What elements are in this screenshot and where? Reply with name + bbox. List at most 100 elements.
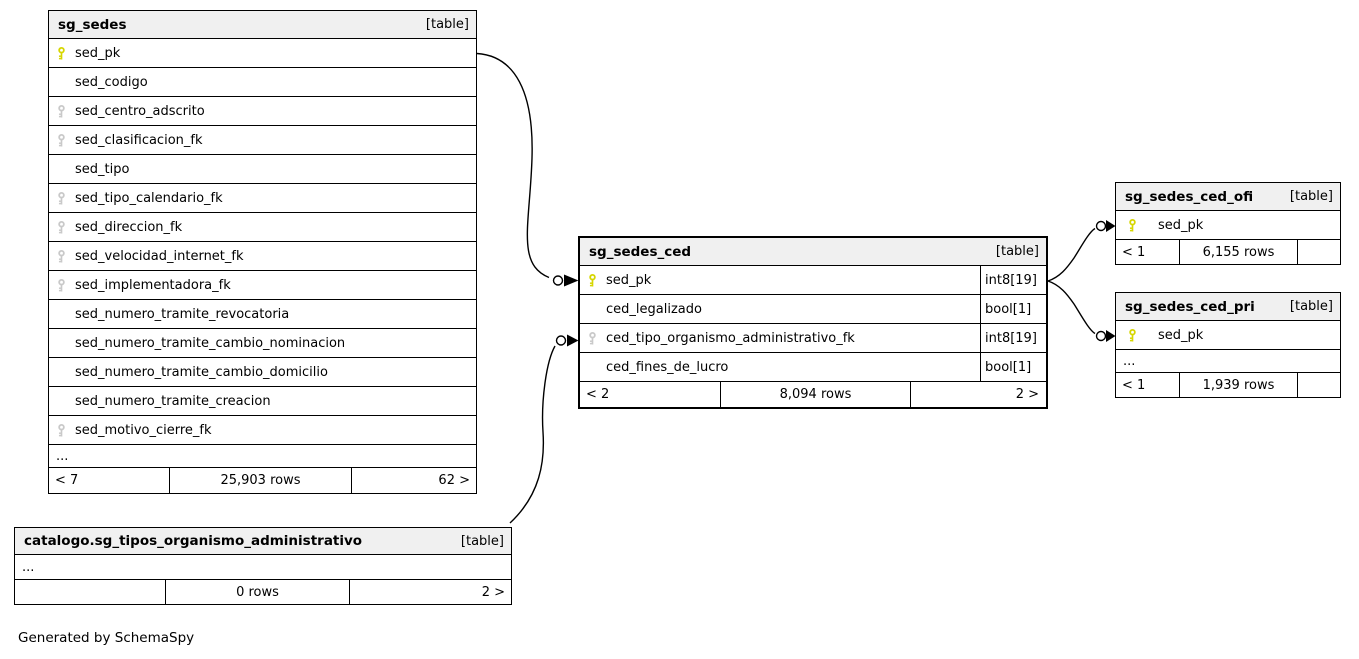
column-name: sed_numero_tramite_cambio_domicilio <box>75 364 328 380</box>
column-name: sed_direccion_fk <box>75 219 183 235</box>
primary-key-icon <box>1124 218 1158 233</box>
table-sg-sedes-ced: sg_sedes_ced [table] sed_pk int8[19] ced… <box>578 236 1048 409</box>
column-row: sed_motivo_cierre_fk <box>49 416 476 445</box>
row-count: 25,903 rows <box>169 468 351 493</box>
table-footer: < 2 8,094 rows 2 > <box>580 382 1046 407</box>
column-row: sed_implementadora_fk <box>49 271 476 300</box>
zero-or-one-dot <box>1095 330 1107 342</box>
truncated-columns-row: ... <box>15 555 511 580</box>
generator-note: Generated by SchemaSpy <box>18 630 195 646</box>
column-row: sed_numero_tramite_cambio_nominacion <box>49 329 476 358</box>
table-header-sg-sedes-ced-pri[interactable]: sg_sedes_ced_pri [table] <box>1116 293 1340 321</box>
column-type: int8[19] <box>980 324 1046 352</box>
column-name: sed_motivo_cierre_fk <box>75 422 212 438</box>
table-footer: < 1 1,939 rows <box>1116 373 1340 397</box>
foreign-key-icon <box>57 191 75 206</box>
column-row: sed_codigo <box>49 68 476 97</box>
column-name: sed_clasificacion_fk <box>75 132 203 148</box>
table-title[interactable]: sg_sedes_ced <box>589 243 692 260</box>
column-name: sed_implementadora_fk <box>75 277 231 293</box>
foreign-key-icon <box>57 249 75 264</box>
column-name: sed_pk <box>75 45 121 61</box>
row-count: 1,939 rows <box>1179 373 1297 397</box>
table-footer: 0 rows 2 > <box>15 580 511 604</box>
table-footer: < 1 6,155 rows <box>1116 240 1340 264</box>
table-sg-sedes-ced-pri: sg_sedes_ced_pri [table] sed_pk ... < 1 … <box>1115 292 1341 398</box>
arrowhead <box>564 274 579 287</box>
column-name: ced_tipo_organismo_administrativo_fk <box>606 330 855 346</box>
ellipsis-label: ... <box>22 559 35 575</box>
arrowhead <box>567 334 579 347</box>
primary-key-icon <box>1124 328 1158 343</box>
parents-count <box>15 580 165 604</box>
column-row: sed_pk <box>1116 211 1340 240</box>
children-count: 2 > <box>910 382 1045 407</box>
children-count: 62 > <box>351 468 476 493</box>
column-name: sed_pk <box>1158 217 1204 233</box>
table-tag: [table] <box>1289 299 1333 314</box>
column-name: sed_numero_tramite_cambio_nominacion <box>75 335 346 351</box>
column-row: sed_tipo <box>49 155 476 184</box>
foreign-key-icon <box>57 220 75 235</box>
table-header-sg-sedes[interactable]: sg_sedes [table] <box>49 11 476 39</box>
primary-key-icon <box>57 46 75 61</box>
parents-count: < 1 <box>1122 244 1146 260</box>
column-name: sed_numero_tramite_creacion <box>75 393 271 409</box>
parents-count: < 2 <box>586 387 610 402</box>
column-row: sed_numero_tramite_creacion <box>49 387 476 416</box>
children-count <box>1297 373 1340 397</box>
column-row: sed_numero_tramite_cambio_domicilio <box>49 358 476 387</box>
column-row: ced_legalizado bool[1] <box>580 295 1046 324</box>
column-name: ced_legalizado <box>606 301 702 317</box>
truncated-columns-row: ... <box>1116 350 1340 373</box>
table-catalogo-sg-tipos-organismo-administrativo: catalogo.sg_tipos_organismo_administrati… <box>14 527 512 605</box>
table-header-sg-sedes-ced[interactable]: sg_sedes_ced [table] <box>580 238 1046 266</box>
foreign-key-icon <box>588 331 606 346</box>
column-row: ced_fines_de_lucro bool[1] <box>580 353 1046 382</box>
zero-or-one-dot <box>552 275 564 286</box>
link-catalogo-to-sg-sedes-ced <box>509 334 579 524</box>
column-name: sed_tipo_calendario_fk <box>75 190 223 206</box>
table-footer: < 7 25,903 rows 62 > <box>49 468 476 493</box>
column-type: int8[19] <box>980 266 1046 294</box>
column-row: sed_clasificacion_fk <box>49 126 476 155</box>
column-name: ced_fines_de_lucro <box>606 359 729 375</box>
truncated-columns-row: ... <box>49 445 476 468</box>
children-count <box>1297 240 1340 264</box>
column-name: sed_pk <box>1158 327 1204 343</box>
column-name: sed_codigo <box>75 74 148 90</box>
column-row: sed_pk int8[19] <box>580 266 1046 295</box>
column-row: sed_velocidad_internet_fk <box>49 242 476 271</box>
table-title[interactable]: catalogo.sg_tipos_organismo_administrati… <box>24 533 363 549</box>
zero-or-one-dot <box>555 335 567 346</box>
table-title[interactable]: sg_sedes_ced_pri <box>1125 298 1255 315</box>
column-row: sed_pk <box>49 39 476 68</box>
column-row: sed_centro_adscrito <box>49 97 476 126</box>
column-name: sed_pk <box>606 272 652 288</box>
link-sg-sedes-ced-to-ofi <box>1047 220 1116 282</box>
ellipsis-label: ... <box>56 448 69 464</box>
row-count: 6,155 rows <box>1179 240 1297 264</box>
column-name: sed_tipo <box>75 161 130 177</box>
column-row: sed_direccion_fk <box>49 213 476 242</box>
table-header-catalogo[interactable]: catalogo.sg_tipos_organismo_administrati… <box>15 528 511 555</box>
zero-or-one-dot <box>1095 220 1107 232</box>
link-sg-sedes-ced-to-pri <box>1047 280 1116 342</box>
table-sg-sedes: sg_sedes [table] sed_pk sed_codigo sed_c… <box>48 10 477 494</box>
row-count: 0 rows <box>165 580 349 604</box>
column-row: sed_numero_tramite_revocatoria <box>49 300 476 329</box>
column-name: sed_centro_adscrito <box>75 103 205 119</box>
column-name: sed_numero_tramite_revocatoria <box>75 306 290 322</box>
parents-count: < 1 <box>1122 377 1146 393</box>
table-title[interactable]: sg_sedes_ced_ofi <box>1125 188 1254 205</box>
table-tag: [table] <box>460 533 504 549</box>
table-title[interactable]: sg_sedes <box>58 16 127 33</box>
ellipsis-label: ... <box>1123 353 1136 369</box>
table-tag: [table] <box>425 17 469 32</box>
table-header-sg-sedes-ced-ofi[interactable]: sg_sedes_ced_ofi [table] <box>1116 183 1340 211</box>
row-count: 8,094 rows <box>720 382 910 407</box>
children-count: 2 > <box>349 580 511 604</box>
table-sg-sedes-ced-ofi: sg_sedes_ced_ofi [table] sed_pk < 1 6,15… <box>1115 182 1341 265</box>
column-row: ced_tipo_organismo_administrativo_fk int… <box>580 324 1046 353</box>
foreign-key-icon <box>57 423 75 438</box>
